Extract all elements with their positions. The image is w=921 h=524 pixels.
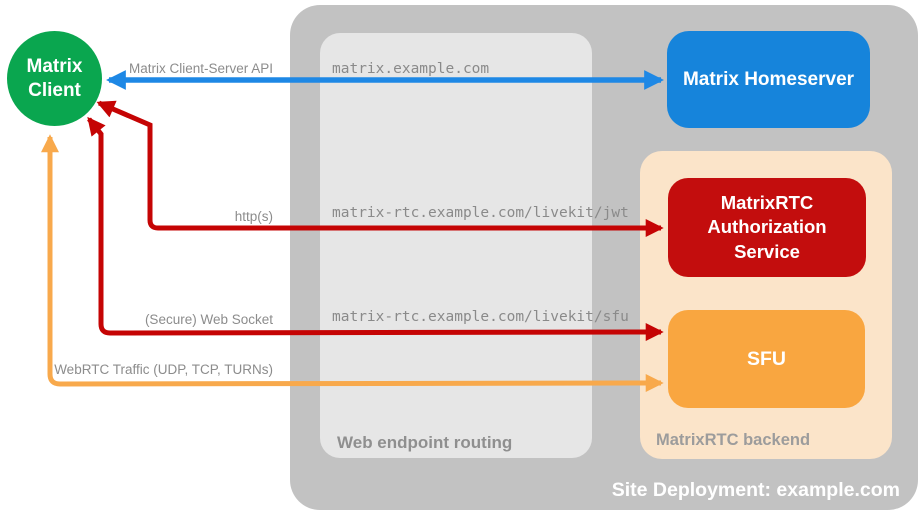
label-webrtc-traffic: WebRTC Traffic (UDP, TCP, TURNs)	[54, 362, 273, 377]
endpoint-livekit-sfu: matrix-rtc.example.com/livekit/sfu	[332, 309, 629, 325]
web-endpoint-routing-container	[320, 33, 592, 458]
web-endpoint-routing-caption: Web endpoint routing	[337, 433, 513, 452]
label-client-server-api: Matrix Client-Server API	[128, 61, 273, 76]
sfu-node: SFU	[668, 310, 865, 408]
label-web-socket: (Secure) Web Socket	[144, 312, 273, 327]
endpoint-livekit-jwt: matrix-rtc.example.com/livekit/jwt	[332, 205, 629, 221]
matrixrtc-auth-service-node: MatrixRTC Authorization Service	[668, 178, 866, 277]
site-deployment-caption: Site Deployment: example.com	[611, 479, 900, 501]
matrixrtc-backend-caption: MatrixRTC backend	[656, 431, 811, 449]
label-https: http(s)	[234, 209, 273, 224]
matrix-client-node: Matrix Client	[7, 31, 102, 126]
endpoint-matrix-example-com: matrix.example.com	[332, 61, 490, 77]
matrix-homeserver-node: Matrix Homeserver	[667, 31, 870, 128]
